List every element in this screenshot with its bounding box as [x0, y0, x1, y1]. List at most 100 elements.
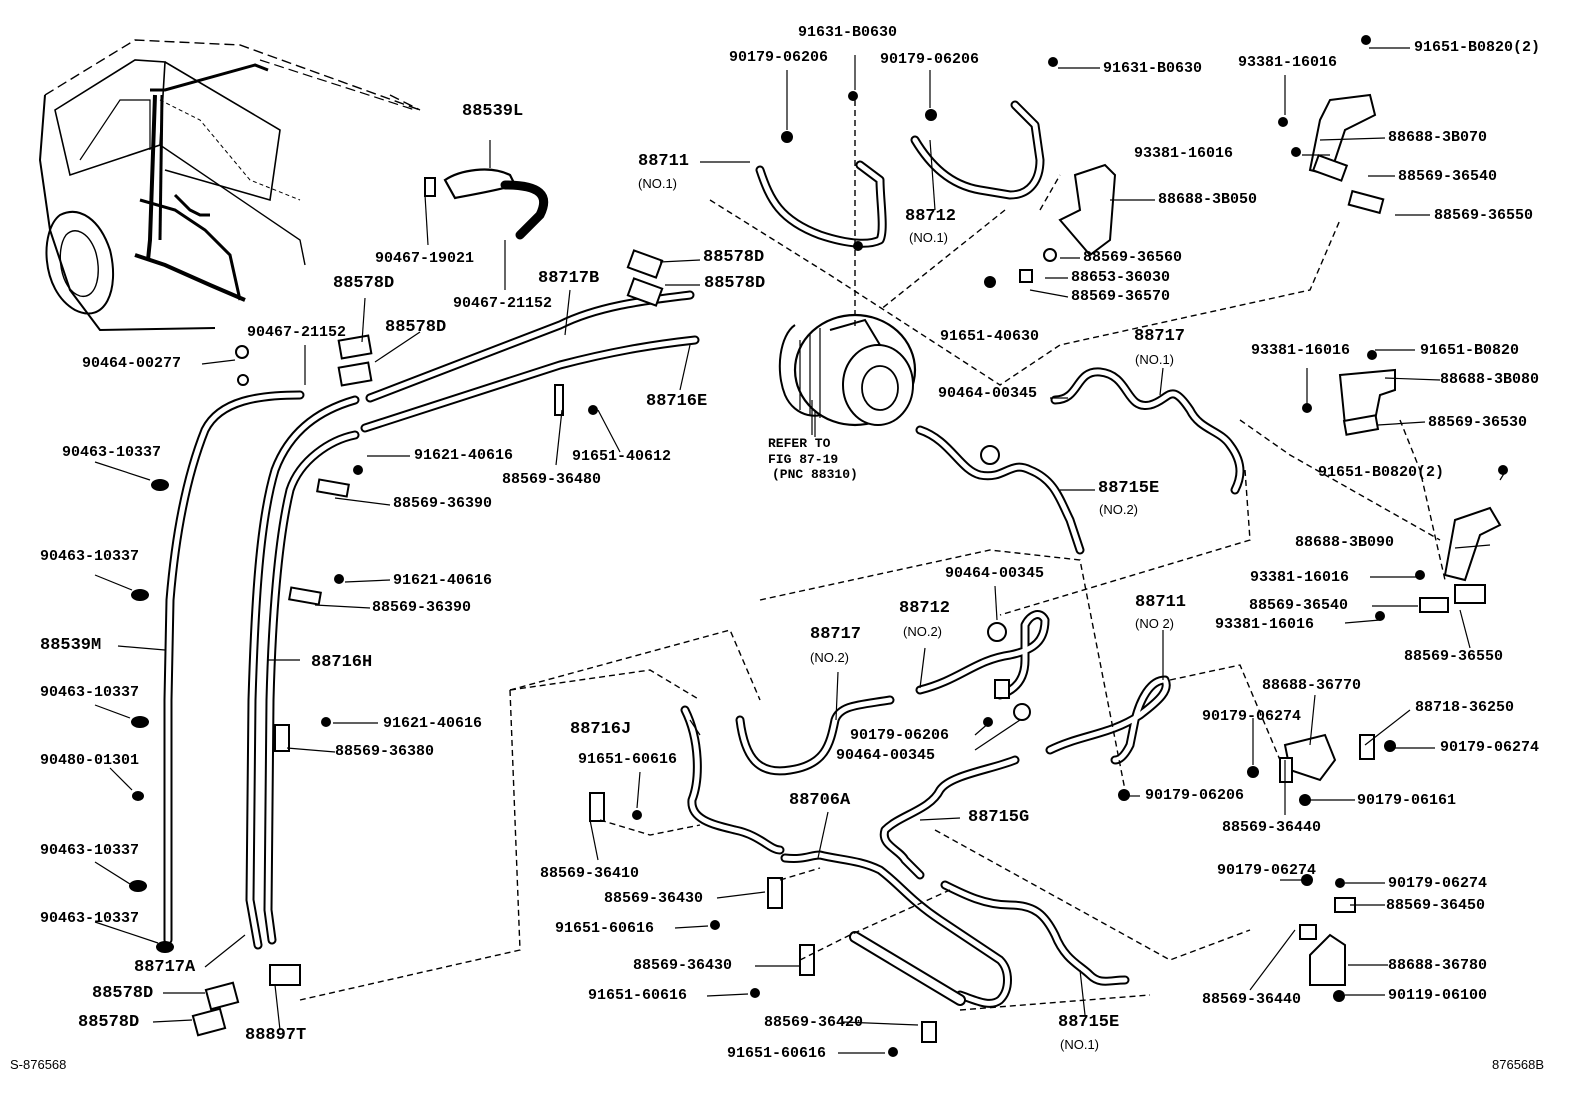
part-label: 88688-3B080 [1440, 371, 1540, 388]
part-label: (NO.1) [909, 230, 948, 245]
part-label: (NO.2) [810, 650, 849, 665]
pipe-88716J [680, 705, 785, 855]
part-label: 90464-00345 [836, 747, 936, 764]
part-label: 88712 [905, 207, 957, 226]
hose-88712-no2 [915, 610, 1050, 700]
part-label: 91651-60616 [555, 920, 655, 937]
footer-right-code: 876568B [1492, 1057, 1545, 1072]
part-label: 88569-36540 [1398, 168, 1498, 185]
part-label: 90119-06100 [1388, 987, 1488, 1004]
part-label: 88688-36780 [1388, 957, 1488, 974]
part-label: 90179-06206 [729, 49, 829, 66]
part-label: 93381-16016 [1134, 145, 1234, 162]
part-label: 88539L [462, 102, 524, 121]
part-label: 90464-00345 [938, 385, 1038, 402]
part-label: (NO 2) [1135, 616, 1174, 631]
reference-line-2: FIG 87-19 [768, 452, 839, 467]
part-label: 88578D [78, 1013, 140, 1032]
part-label: 90463-10337 [40, 842, 140, 859]
part-label: 88539M [40, 636, 102, 655]
pipe-88706A [780, 850, 1012, 1008]
bracket-88688-3B070 [1308, 93, 1377, 177]
part-label: 91651-60616 [727, 1045, 827, 1062]
part-label: 88715E [1058, 1013, 1120, 1032]
part-label: 88717 [1134, 327, 1186, 346]
part-label: 88569-36380 [335, 743, 435, 760]
hose-88711-no2 [1045, 675, 1171, 765]
part-label: 93381-16016 [1238, 54, 1338, 71]
hose-88711-no1 [755, 160, 887, 248]
part-label: 90179-06274 [1202, 708, 1302, 725]
part-label: 90464-00345 [945, 565, 1045, 582]
part-label: 91621-40616 [414, 447, 514, 464]
part-label: 88569-36480 [502, 471, 602, 488]
vehicle-sketch [38, 39, 421, 332]
part-label: 90179-06206 [880, 51, 980, 68]
part-label: (NO.1) [1135, 352, 1174, 367]
part-label: (NO.2) [903, 624, 942, 639]
part-label: 88569-36440 [1202, 991, 1302, 1008]
tube-88716H [245, 395, 360, 950]
part-label: 88569-36450 [1386, 897, 1486, 914]
part-label: 91631-B0630 [1103, 60, 1203, 77]
part-label: 90179-06274 [1217, 862, 1317, 879]
part-label: 90467-21152 [247, 324, 347, 341]
hose-88539L [424, 168, 549, 240]
part-label: 88569-36550 [1434, 207, 1534, 224]
part-label: 91621-40616 [383, 715, 483, 732]
part-label: 88569-36560 [1083, 249, 1183, 266]
part-label: 90467-21152 [453, 295, 553, 312]
part-label: 88578D [333, 274, 395, 293]
part-label: 88578D [92, 984, 154, 1003]
dashed-guides [299, 100, 1446, 1011]
part-label: 93381-16016 [1215, 616, 1315, 633]
part-label: 91651-40612 [572, 448, 672, 465]
part-label: 90463-10337 [40, 548, 140, 565]
part-label: 88688-3B090 [1295, 534, 1395, 551]
part-label: 88716H [311, 653, 373, 672]
bracket-88688-3B090 [1443, 506, 1502, 582]
compressor [778, 313, 917, 435]
part-label: 88569-36550 [1404, 648, 1504, 665]
part-label: 88569-36430 [633, 957, 733, 974]
reference-line-3: (PNC 88310) [772, 467, 858, 482]
pipe-88715E-no2 [915, 425, 1085, 555]
part-label: 88717 [810, 625, 862, 644]
part-label: 90179-06274 [1388, 875, 1488, 892]
part-label: 88711 [1135, 593, 1187, 612]
part-label: 90467-19021 [375, 250, 475, 267]
tube-88716E [360, 335, 700, 433]
footer-left-code: S-876568 [10, 1057, 67, 1072]
part-label: 91651-60616 [578, 751, 678, 768]
part-label: 88569-36570 [1071, 288, 1171, 305]
grommets [129, 248, 1057, 953]
part-label: 88578D [703, 248, 765, 267]
part-label: 90463-10337 [62, 444, 162, 461]
part-label: 90463-10337 [40, 684, 140, 701]
part-label: 91651-B0820 [1420, 342, 1520, 359]
part-label: 91651-B0820(2) [1318, 464, 1445, 481]
part-label: 88688-3B050 [1158, 191, 1258, 208]
reference-line-1: REFER TO [768, 436, 831, 451]
part-label: 91651-60616 [588, 987, 688, 1004]
part-label: (NO.2) [1099, 502, 1138, 517]
part-label: 88688-3B070 [1388, 129, 1488, 146]
part-label: 88569-36420 [764, 1014, 864, 1031]
part-label: 88716J [570, 720, 632, 739]
hose-88539M [163, 390, 305, 945]
part-label: 88569-36390 [393, 495, 493, 512]
part-label: 93381-16016 [1250, 569, 1350, 586]
tube-88716H-2 [263, 430, 360, 945]
part-label: 88717A [134, 958, 196, 977]
pipe-88715E-no1 [940, 880, 1130, 986]
part-label: 88569-36410 [540, 865, 640, 882]
part-label: 88716E [646, 392, 708, 411]
part-label: 90179-06206 [850, 727, 950, 744]
bolts [321, 35, 1508, 1057]
part-label: 91651-40630 [940, 328, 1040, 345]
bracket-88688-36780 [1309, 933, 1346, 986]
part-label: 88897T [245, 1026, 307, 1045]
part-label: 91651-B0820(2) [1414, 39, 1541, 56]
part-label: 88717B [538, 269, 600, 288]
part-label: 93381-16016 [1251, 342, 1351, 359]
